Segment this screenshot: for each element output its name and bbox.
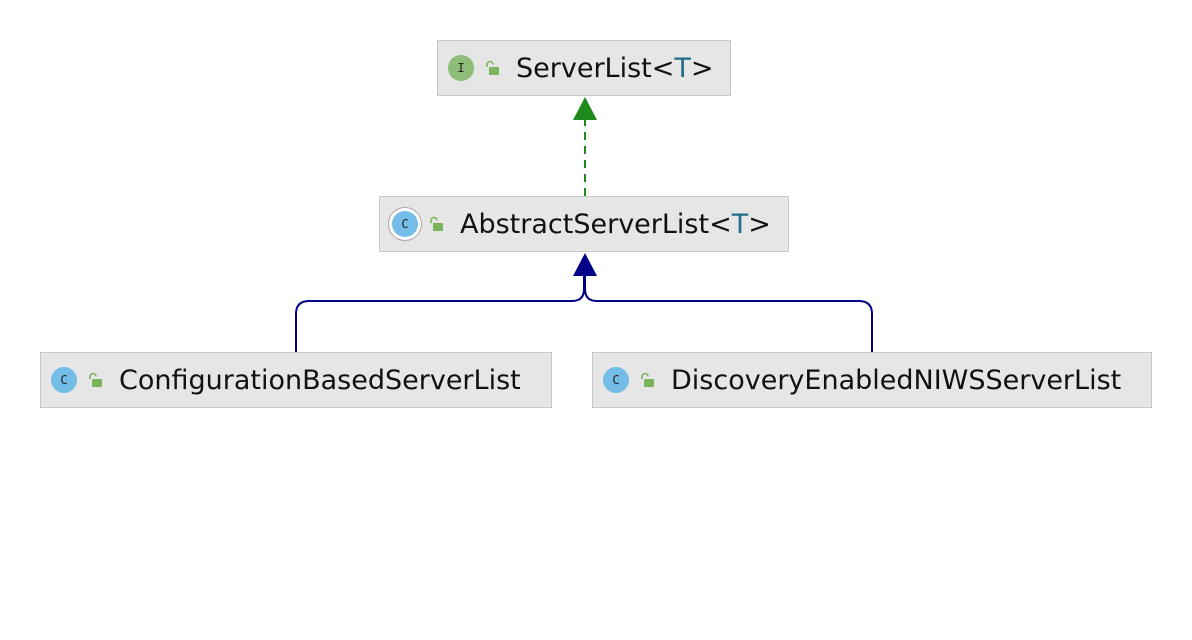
interface-icon: I [448,55,474,81]
node-label: ServerList<T> [516,53,714,84]
node-abstract-server-list[interactable]: C AbstractServerList<T> [379,196,789,252]
type-param: T [731,208,749,240]
extends-edge-discovery [584,276,873,352]
type-close: > [690,52,714,84]
extends-edge-configuration [295,276,585,352]
type-param: T [674,52,691,84]
implements-arrowhead [573,97,597,120]
type-open: < [651,52,675,84]
node-label: AbstractServerList<T> [460,209,771,240]
node-discovery-enabled-niws-server-list[interactable]: C DiscoveryEnabledNIWSServerList [592,352,1152,408]
node-configuration-based-server-list[interactable]: C ConfigurationBasedServerList [40,352,552,408]
unlock-icon [641,372,654,387]
class-name: ConfigurationBasedServerList [119,364,521,396]
unlock-icon [89,372,102,387]
class-icon: C [603,367,629,393]
node-server-list[interactable]: I ServerList<T> [437,40,731,96]
type-open: < [709,208,732,240]
class-name: AbstractServerList [460,208,710,240]
unlock-icon [430,216,443,231]
abstract-class-icon: C [392,211,418,237]
type-close: > [748,208,771,240]
unlock-icon [486,60,499,75]
class-icon: C [51,367,77,393]
extends-arrowhead [573,253,597,276]
class-name: ServerList [516,52,652,84]
class-name: DiscoveryEnabledNIWSServerList [671,364,1122,396]
